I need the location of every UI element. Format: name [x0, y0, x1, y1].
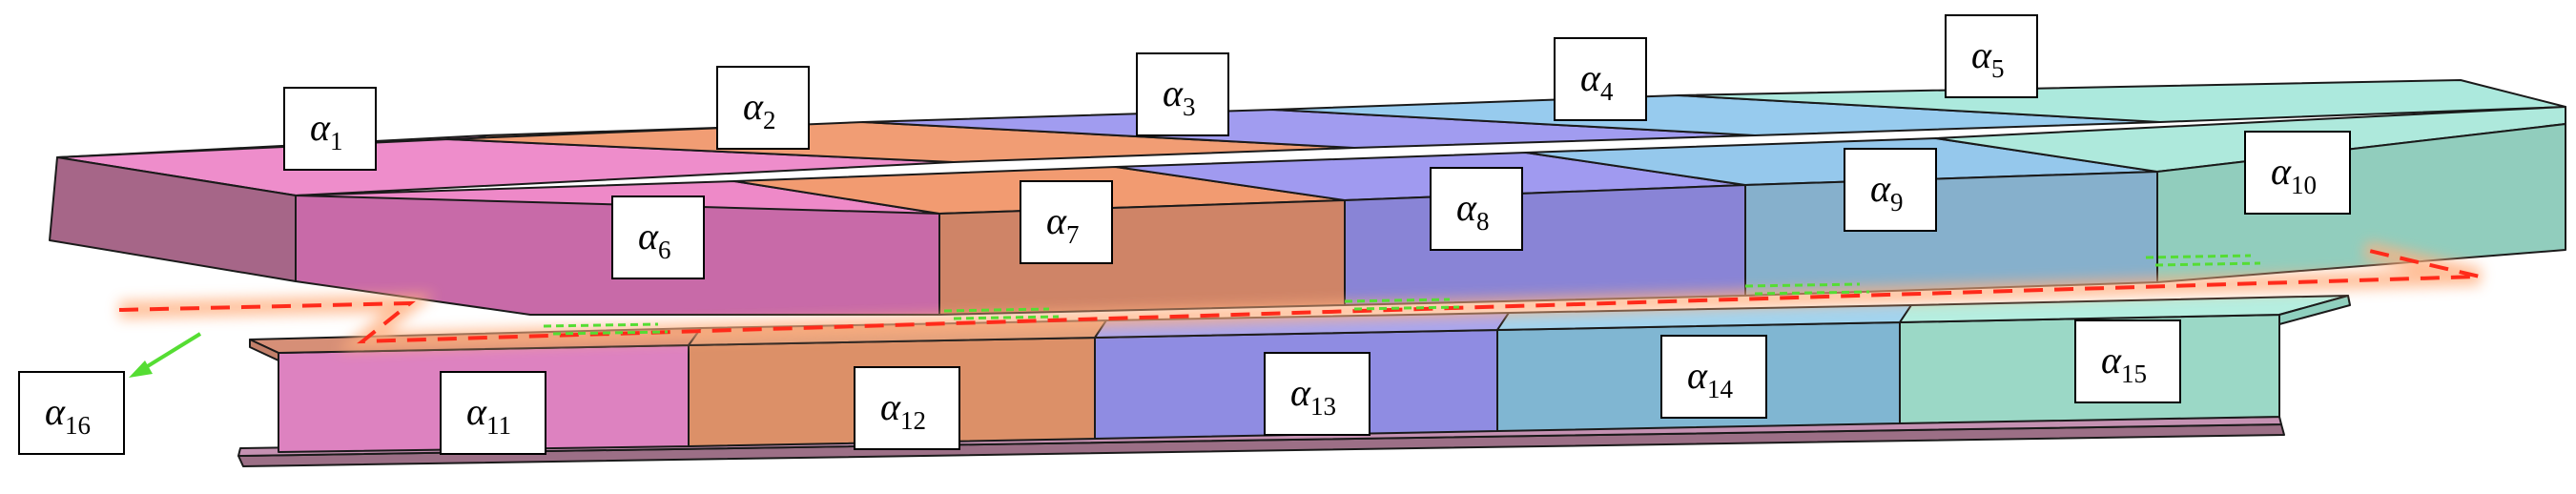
label-box — [283, 87, 377, 171]
label-box — [1844, 148, 1937, 232]
label-a16: α16 — [18, 371, 125, 455]
label-box — [440, 371, 546, 455]
label-text: α14 — [1687, 354, 1734, 403]
shear-arrow-group-3 — [1344, 298, 1460, 311]
label-text: α11 — [466, 390, 511, 440]
label-box — [1020, 180, 1113, 264]
label-a2: α2 — [716, 66, 810, 150]
label-box — [1264, 352, 1370, 436]
label-a11: α11 — [440, 371, 546, 455]
label-box — [611, 196, 705, 279]
label-a9: α9 — [1844, 148, 1937, 232]
label-a14: α14 — [1660, 335, 1767, 419]
label-text: α16 — [45, 390, 91, 440]
slab-front-3 — [1344, 184, 1746, 306]
label-a10: α10 — [2244, 131, 2351, 215]
shear-arrow-group-2 — [943, 307, 1060, 320]
label-a1: α1 — [283, 87, 377, 171]
label-box — [1430, 167, 1523, 251]
label-text: α2 — [743, 85, 776, 134]
label-box — [716, 66, 810, 150]
label-text: α15 — [2101, 339, 2147, 388]
label-box — [18, 371, 125, 455]
girder-top-flange-5-side — [2278, 295, 2351, 325]
label-text: α1 — [310, 106, 343, 155]
label-text: α10 — [2271, 150, 2317, 199]
label-text: α8 — [1456, 186, 1490, 236]
label-box — [2244, 131, 2351, 215]
label-text: α7 — [1046, 199, 1080, 249]
label-box — [1554, 37, 1647, 121]
shear-arrow-group-5 — [2145, 254, 2261, 267]
label-text: α9 — [1870, 167, 1904, 216]
label-box — [2074, 319, 2181, 403]
label-text: α13 — [1290, 371, 1336, 421]
labels: α1 α2 α3 α4 α5 α6 α7 α8 α9 α10 α11 α12 α13 α14 α15 α16 — [18, 14, 2351, 455]
pointer-arrow — [129, 332, 202, 378]
label-a6: α6 — [611, 196, 705, 279]
label-a13: α13 — [1264, 352, 1370, 436]
label-text: α3 — [1163, 72, 1196, 121]
label-a8: α8 — [1430, 167, 1523, 251]
label-text: α4 — [1580, 56, 1614, 106]
label-box — [854, 366, 960, 450]
slab-front-2 — [938, 199, 1346, 316]
label-box — [1136, 52, 1229, 136]
shear-arrows — [543, 254, 2261, 336]
label-a12: α12 — [854, 366, 960, 450]
shear-arrow-group-1 — [543, 322, 669, 336]
label-box — [1945, 14, 2038, 98]
label-a5: α5 — [1945, 14, 2038, 98]
label-text: α12 — [880, 385, 926, 435]
slab-front-4 — [1744, 171, 2158, 297]
label-text: α5 — [1971, 33, 2005, 83]
shear-arrow-group-4 — [1744, 282, 1870, 296]
girder-top-flange-1-face — [249, 339, 279, 361]
reference-line-dashed — [118, 248, 2481, 344]
label-a4: α4 — [1554, 37, 1647, 121]
label-box — [1660, 335, 1767, 419]
label-a7: α7 — [1020, 180, 1113, 264]
steel-girders — [237, 295, 2351, 467]
reference-line — [118, 241, 2483, 351]
label-a15: α15 — [2074, 319, 2181, 403]
label-text: α6 — [638, 215, 671, 264]
label-a3: α3 — [1136, 52, 1229, 136]
